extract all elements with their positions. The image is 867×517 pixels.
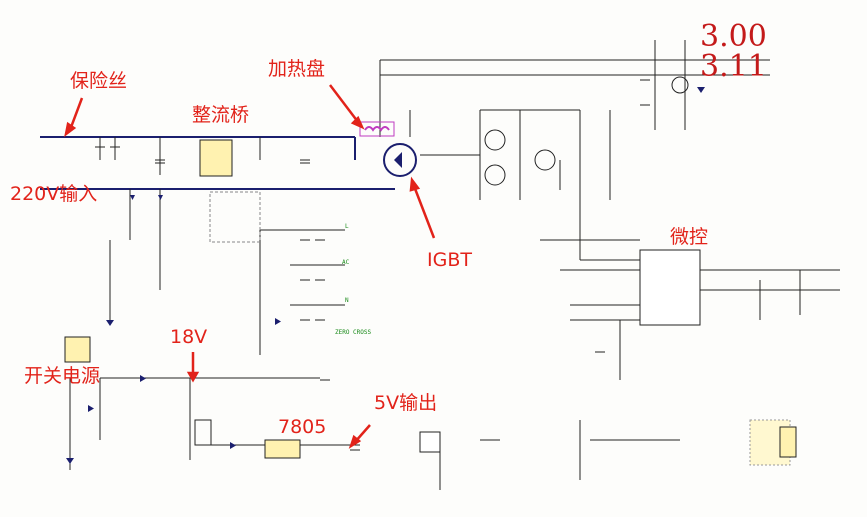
annotation-fuse: 保险丝	[70, 70, 128, 92]
heater-coil	[364, 126, 390, 132]
heater-box	[359, 121, 395, 137]
transistor-q4	[671, 76, 689, 94]
version-value-b: 3.11	[700, 49, 767, 84]
regulator-chip	[264, 439, 301, 459]
annotation-mcu: 微控	[670, 226, 709, 248]
annotation-5v-output: 5V输出	[374, 392, 438, 414]
bridge-rectifier	[199, 139, 233, 177]
transistor-q2	[484, 164, 506, 186]
passive-components	[95, 79, 650, 451]
mains-bus	[40, 136, 395, 190]
annotation-rectifier: 整流桥	[192, 104, 250, 126]
igbt-symbol	[383, 143, 417, 177]
annotation-heater: 加热盘	[268, 58, 326, 80]
transistor-q1	[484, 129, 506, 151]
smps-chip	[64, 336, 91, 363]
net-label-ac: AC	[342, 259, 350, 266]
annotation-igbt: IGBT	[427, 249, 472, 271]
annotation-smps: 开关电源	[24, 365, 101, 387]
signal-wires	[69, 40, 840, 490]
igbt-diode	[394, 152, 402, 168]
mcu-chip	[639, 249, 701, 326]
diodes	[66, 87, 705, 464]
sensor-block	[419, 431, 441, 453]
connector-header	[779, 426, 797, 458]
version-value-a: 3.00	[700, 19, 767, 54]
annotation-arrows	[64, 84, 436, 449]
annotation-7805: 7805	[278, 416, 327, 438]
net-label-n: N	[345, 297, 349, 304]
dashed-block	[209, 191, 261, 243]
annotation-input: 220V输入	[10, 183, 98, 205]
net-label-zero-cross: ZERO CROSS	[335, 329, 372, 336]
transformer	[194, 419, 212, 446]
transistor-q3	[534, 149, 556, 171]
annotation-18v: 18V	[170, 326, 208, 348]
net-label-l: L	[345, 223, 349, 230]
